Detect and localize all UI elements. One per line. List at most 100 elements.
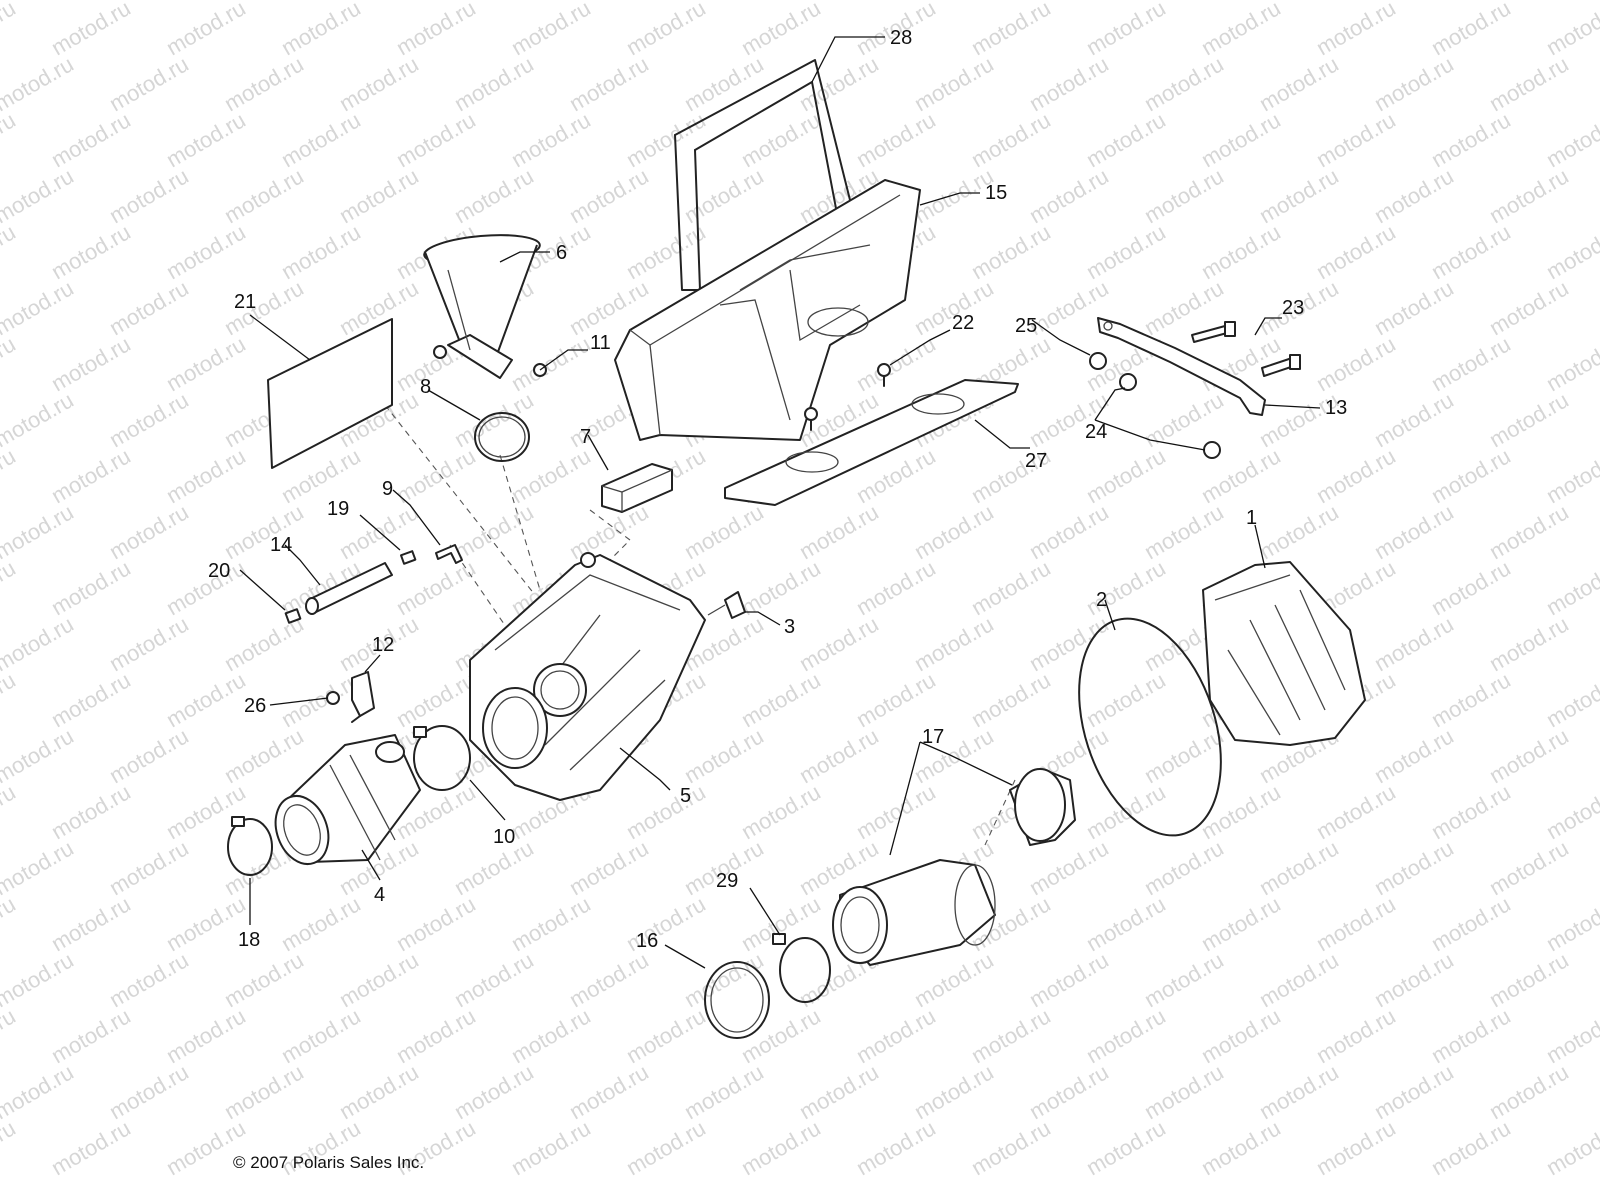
- watermark-text: motod.ru: [162, 667, 250, 732]
- watermark-text: motod.ru: [277, 1003, 365, 1068]
- watermark-text: motod.ru: [795, 499, 883, 564]
- callout-17: 17: [922, 726, 944, 748]
- watermark-text: motod.ru: [47, 219, 135, 284]
- watermark-text: motod.ru: [0, 107, 20, 172]
- watermark-text: motod.ru: [47, 1115, 135, 1180]
- part-26-screw: [326, 691, 340, 705]
- watermark-text: motod.ru: [450, 499, 538, 564]
- watermark-text: motod.ru: [1485, 611, 1573, 676]
- watermark-text: motod.ru: [1427, 443, 1515, 508]
- part-2-gasket: [1078, 617, 1222, 837]
- watermark-text: motod.ru: [910, 947, 998, 1012]
- watermark-text: motod.ru: [795, 1059, 883, 1124]
- callout-29: 29: [716, 870, 738, 892]
- watermark-text: motod.ru: [1255, 947, 1343, 1012]
- part-13-bracket: [1097, 317, 1266, 416]
- watermark-text: motod.ru: [1140, 51, 1228, 116]
- watermark-text: motod.ru: [737, 667, 825, 732]
- watermark-text: motod.ru: [1485, 1059, 1573, 1124]
- watermark-text: motod.ru: [277, 219, 365, 284]
- watermark-text: motod.ru: [0, 387, 78, 452]
- watermark-text: motod.ru: [1370, 51, 1458, 116]
- watermark-text: motod.ru: [565, 51, 653, 116]
- watermark-text: motod.ru: [1197, 1003, 1285, 1068]
- watermark-text: motod.ru: [1140, 723, 1228, 788]
- watermark-text: motod.ru: [1025, 51, 1113, 116]
- watermark-text: motod.ru: [450, 163, 538, 228]
- callout-8: 8: [420, 376, 431, 398]
- watermark-text: motod.ru: [680, 51, 768, 116]
- watermark-text: motod.ru: [1312, 1115, 1400, 1180]
- callout-27: 27: [1025, 450, 1047, 472]
- watermark-text: motod.ru: [0, 51, 78, 116]
- part-6-intake-snorkel: [423, 234, 541, 379]
- callout-24: 24: [1085, 421, 1107, 443]
- watermark-text: motod.ru: [1140, 947, 1228, 1012]
- watermark-text: motod.ru: [162, 219, 250, 284]
- watermark-text: motod.ru: [0, 667, 20, 732]
- callout-6: 6: [556, 242, 567, 264]
- callout-14: 14: [270, 534, 292, 556]
- watermark-text: motod.ru: [0, 499, 78, 564]
- watermark-text: motod.ru: [105, 387, 193, 452]
- watermark-text: motod.ru: [1427, 891, 1515, 956]
- watermark-text: motod.ru: [1370, 835, 1458, 900]
- watermark-text: motod.ru: [1197, 0, 1285, 60]
- watermark-text: motod.ru: [1370, 387, 1458, 452]
- watermark-text: motod.ru: [1025, 947, 1113, 1012]
- watermark-text: motod.ru: [162, 555, 250, 620]
- watermark-text: motod.ru: [1255, 163, 1343, 228]
- watermark-text: motod.ru: [1542, 1003, 1600, 1068]
- watermark-text: motod.ru: [1197, 219, 1285, 284]
- watermark-text: motod.ru: [1542, 107, 1600, 172]
- callout-2: 2: [1096, 589, 1107, 611]
- watermark-text: motod.ru: [0, 555, 20, 620]
- watermark-text: motod.ru: [1197, 1115, 1285, 1180]
- callout-13: 13: [1325, 397, 1347, 419]
- watermark-text: motod.ru: [1542, 555, 1600, 620]
- watermark-text: motod.ru: [967, 1003, 1055, 1068]
- part-19-hose-clamp: [399, 550, 417, 565]
- watermark-text: motod.ru: [852, 1003, 940, 1068]
- watermark-text: motod.ru: [1082, 107, 1170, 172]
- watermark-text: motod.ru: [450, 51, 538, 116]
- watermark-text: motod.ru: [852, 107, 940, 172]
- watermark-text: motod.ru: [910, 1059, 998, 1124]
- part-8-o-ring: [474, 412, 530, 462]
- watermark-text: motod.ru: [335, 1059, 423, 1124]
- part-21-decal: [267, 318, 393, 469]
- callout-7: 7: [580, 426, 591, 448]
- watermark-text: motod.ru: [622, 0, 710, 60]
- watermark-text: motod.ru: [105, 723, 193, 788]
- watermark-text: motod.ru: [967, 555, 1055, 620]
- callout-11: 11: [590, 332, 611, 354]
- watermark-text: motod.ru: [277, 107, 365, 172]
- part-14-breather-hose: [305, 562, 393, 615]
- watermark-text: motod.ru: [1485, 275, 1573, 340]
- watermark-text: motod.ru: [0, 275, 78, 340]
- watermark-text: motod.ru: [967, 0, 1055, 60]
- callout-16: 16: [636, 930, 658, 952]
- watermark-text: motod.ru: [1082, 1115, 1170, 1180]
- watermark-text: motod.ru: [565, 163, 653, 228]
- watermark-text: motod.ru: [47, 1003, 135, 1068]
- watermark-text: motod.ru: [1427, 555, 1515, 620]
- watermark-text: motod.ru: [1312, 443, 1400, 508]
- watermark-text: motod.ru: [1542, 331, 1600, 396]
- part-24-nuts: [1119, 373, 1221, 459]
- watermark-text: motod.ru: [622, 107, 710, 172]
- watermark-text: motod.ru: [1427, 331, 1515, 396]
- watermark-text: motod.ru: [1025, 163, 1113, 228]
- watermark-text: motod.ru: [105, 1059, 193, 1124]
- callout-leader-lines: [239, 36, 1321, 969]
- watermark-text: motod.ru: [1025, 1059, 1113, 1124]
- watermark-text: motod.ru: [47, 443, 135, 508]
- part-7-foam-block: [601, 463, 673, 513]
- watermark-text: motod.ru: [1312, 779, 1400, 844]
- watermark-text: motod.ru: [622, 1115, 710, 1180]
- watermark-text: motod.ru: [162, 779, 250, 844]
- watermark-text: motod.ru: [967, 1115, 1055, 1180]
- callout-12: 12: [372, 634, 394, 656]
- watermark-text: motod.ru: [335, 163, 423, 228]
- watermark-text: motod.ru: [1427, 1115, 1515, 1180]
